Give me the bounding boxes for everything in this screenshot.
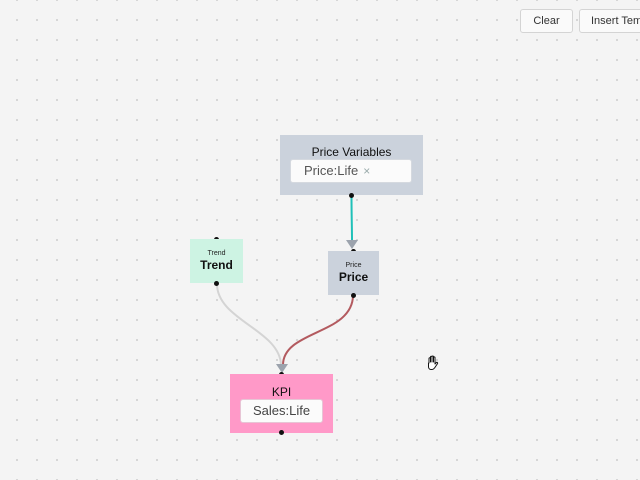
insert-template-button[interactable]: Insert Template xyxy=(579,9,640,33)
price-output-port[interactable] xyxy=(351,293,356,298)
price-node[interactable]: Price Price xyxy=(328,251,379,295)
edge-pricevars-to-price[interactable] xyxy=(350,195,353,241)
clear-button[interactable]: Clear xyxy=(520,9,573,33)
edge-price-to-kpi[interactable] xyxy=(282,294,354,366)
trend-title: Trend xyxy=(200,258,233,272)
trend-output-port[interactable] xyxy=(214,281,219,286)
price-variables-title: Price Variables xyxy=(311,145,392,159)
price-title: Price xyxy=(338,270,369,284)
price-life-chip-label: Price:Life xyxy=(304,163,359,178)
price-variables-output-port[interactable] xyxy=(349,193,354,198)
kpi-title: KPI xyxy=(271,385,292,399)
kpi-node[interactable]: KPI Sales:Life xyxy=(230,374,333,433)
grab-hand-icon xyxy=(428,355,439,370)
price-subtitle: Price xyxy=(345,262,362,269)
trend-subtitle: Trend xyxy=(207,250,226,257)
trend-node[interactable]: Trend Trend xyxy=(190,239,243,283)
edge-trend-to-kpi[interactable] xyxy=(216,283,282,366)
close-icon[interactable]: × xyxy=(363,164,371,178)
kpi-output-port[interactable] xyxy=(279,430,284,435)
edge-arrowhead-price xyxy=(346,240,358,249)
sales-life-chip[interactable]: Sales:Life xyxy=(240,399,323,423)
edge-arrowhead-kpi xyxy=(276,364,288,373)
price-life-chip[interactable]: Price:Life × xyxy=(290,159,412,183)
price-variables-node[interactable]: Price Variables Price:Life × xyxy=(280,135,423,195)
